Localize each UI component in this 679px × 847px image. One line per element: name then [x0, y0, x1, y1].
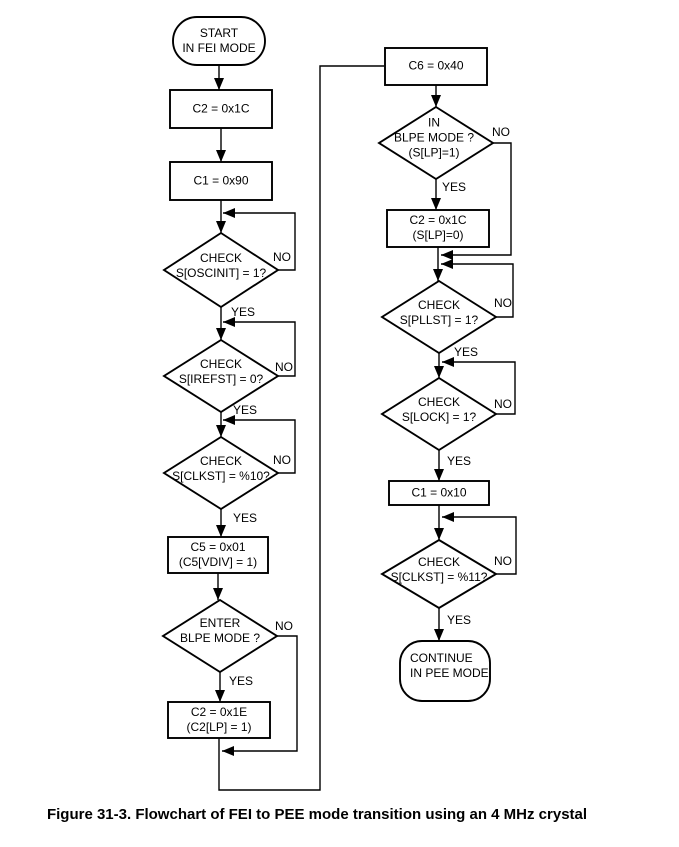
edge-irefst-no-loop [223, 317, 296, 377]
node-in-blpe-label: IN BLPE MODE ? (S[LP]=1) [393, 115, 475, 160]
branch-label-no-inblpe: NO [492, 125, 510, 139]
node-set-c1-10-label: C1 = 0x10 [411, 485, 467, 500]
node-start-label: START IN FEI MODE [182, 26, 256, 55]
node-enter-blpe-label: ENTER BLPE MODE ? [179, 616, 261, 645]
branch-label-yes-irefst: YES [232, 403, 258, 417]
edge-lock-no-loop [442, 357, 516, 415]
node-continue-label: CONTINUE IN PEE MODE [410, 651, 489, 680]
process-set-c5-01-shape [167, 536, 269, 574]
branch-label-no-clkst10: NO [273, 453, 291, 467]
branch-label-yes-oscinit: YES [230, 305, 256, 319]
branch-label-yes-pllst: YES [453, 345, 479, 359]
node-set-c2-1e-label: C2 = 0x1E (C2[LP] = 1) [186, 705, 252, 734]
node-set-c1-90-label: C1 = 0x90 [193, 173, 249, 188]
node-check-irefst-label: CHECK S[IREFST] = 0? [178, 357, 264, 386]
process-set-c2-1e-shape [167, 701, 271, 739]
branch-label-no-clkst11: NO [494, 554, 512, 568]
node-set-c2-1c-lp0-label: C2 = 0x1C (S[LP]=0) [409, 213, 467, 242]
node-check-pllst-label: CHECK S[PLLST] = 1? [399, 298, 479, 327]
edge-pllst-no-loop [441, 259, 514, 318]
branch-label-yes-enterblpe: YES [228, 674, 254, 688]
branch-label-no-pllst: NO [494, 296, 512, 310]
branch-label-yes-clkst11: YES [446, 613, 472, 627]
node-set-c5-01-label: C5 = 0x01 (C5[VDIV] = 1) [178, 540, 258, 569]
edge-clkst11-no-loop [442, 512, 517, 575]
branch-label-no-lock: NO [494, 397, 512, 411]
process-set-c6-40-shape [384, 47, 488, 86]
node-check-lock-label: CHECK S[LOCK] = 1? [401, 395, 477, 424]
edge-inblpe-no [441, 142, 512, 260]
edge-left-to-right-column [218, 65, 384, 791]
branch-label-no-enterblpe: NO [275, 619, 293, 633]
node-check-clkst10-label: CHECK S[CLKST] = %10? [172, 454, 270, 483]
process-set-c2-1c-shape [169, 89, 273, 129]
branch-label-yes-inblpe: YES [441, 180, 467, 194]
node-set-c6-40-label: C6 = 0x40 [408, 58, 464, 73]
branch-label-yes-lock: YES [446, 454, 472, 468]
node-set-c2-1c-label: C2 = 0x1C [192, 101, 250, 116]
edge-enterblpe-no [222, 635, 298, 756]
edge-oscinit-no-loop [223, 208, 296, 271]
node-check-clkst11-label: CHECK S[CLKST] = %11? [390, 555, 488, 584]
process-set-c2-1c-lp0-shape [386, 209, 490, 248]
branch-label-no-oscinit: NO [273, 250, 291, 264]
branch-label-no-irefst: NO [275, 360, 293, 374]
edge-clkst10-no-loop [223, 415, 296, 474]
terminal-continue-shape [399, 640, 491, 702]
figure-caption: Figure 31-3. Flowchart of FEI to PEE mod… [46, 806, 588, 823]
node-check-oscinit-label: CHECK S[OSCINIT] = 1? [175, 251, 267, 280]
branch-label-yes-clkst10: YES [232, 511, 258, 525]
